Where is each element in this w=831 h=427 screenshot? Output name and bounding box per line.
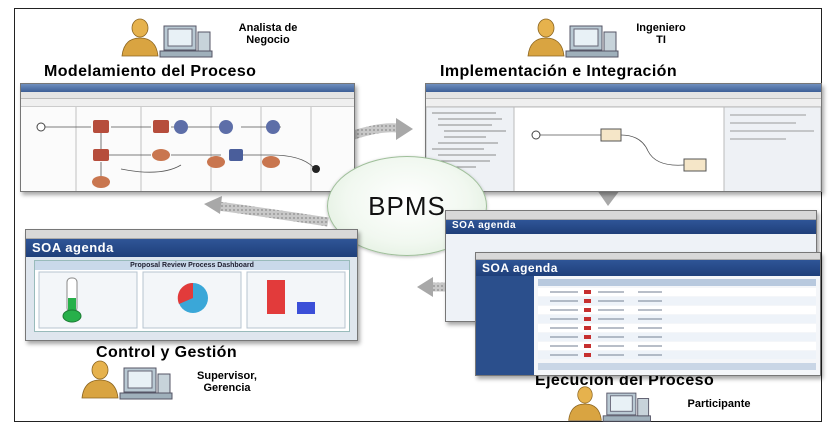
user-computer-icon — [121, 18, 213, 58]
arrow-control-to-model — [204, 196, 329, 227]
dashboard-panel: Proposal Review Process Dashboard — [34, 260, 350, 332]
worklist-sidebar — [476, 276, 534, 375]
control-dashboard-screenshot: SOA agenda Proposal Review Process Dashb… — [25, 229, 358, 341]
worklist-app-title: SOA agenda — [482, 261, 558, 275]
worklist-screenshot: SOA agenda — [475, 252, 821, 376]
worklist-back-app-title: SOA agenda — [452, 220, 517, 231]
role-ingeniero: Ingeniero TI — [636, 22, 686, 46]
user-computer-icon — [568, 386, 651, 422]
modeling-title: Modelamiento del Proceso — [44, 63, 257, 80]
dashboard-title: Proposal Review Process Dashboard — [35, 261, 349, 270]
worklist-table — [538, 279, 816, 370]
role-analista: Analista de Negocio — [238, 22, 298, 46]
ide-workspace — [426, 106, 821, 191]
dashboard-app-title: SOA agenda — [32, 240, 114, 255]
implementation-screenshot — [425, 83, 822, 192]
arrow-model-to-impl — [343, 118, 413, 143]
user-computer-icon — [527, 18, 619, 58]
bpms-label: BPMS — [368, 190, 446, 221]
execution-title: Ejecución del Proceso — [535, 372, 715, 389]
user-computer-icon — [81, 360, 173, 400]
role-participante: Participante — [687, 398, 751, 410]
modeling-screenshot — [20, 83, 355, 192]
implementation-title: Implementación e Integración — [440, 63, 678, 80]
dashboard-chart — [38, 271, 346, 329]
role-supervisor: Supervisor, Gerencia — [197, 370, 257, 394]
control-title: Control y Gestión — [96, 344, 238, 361]
process-diagram — [36, 107, 320, 191]
